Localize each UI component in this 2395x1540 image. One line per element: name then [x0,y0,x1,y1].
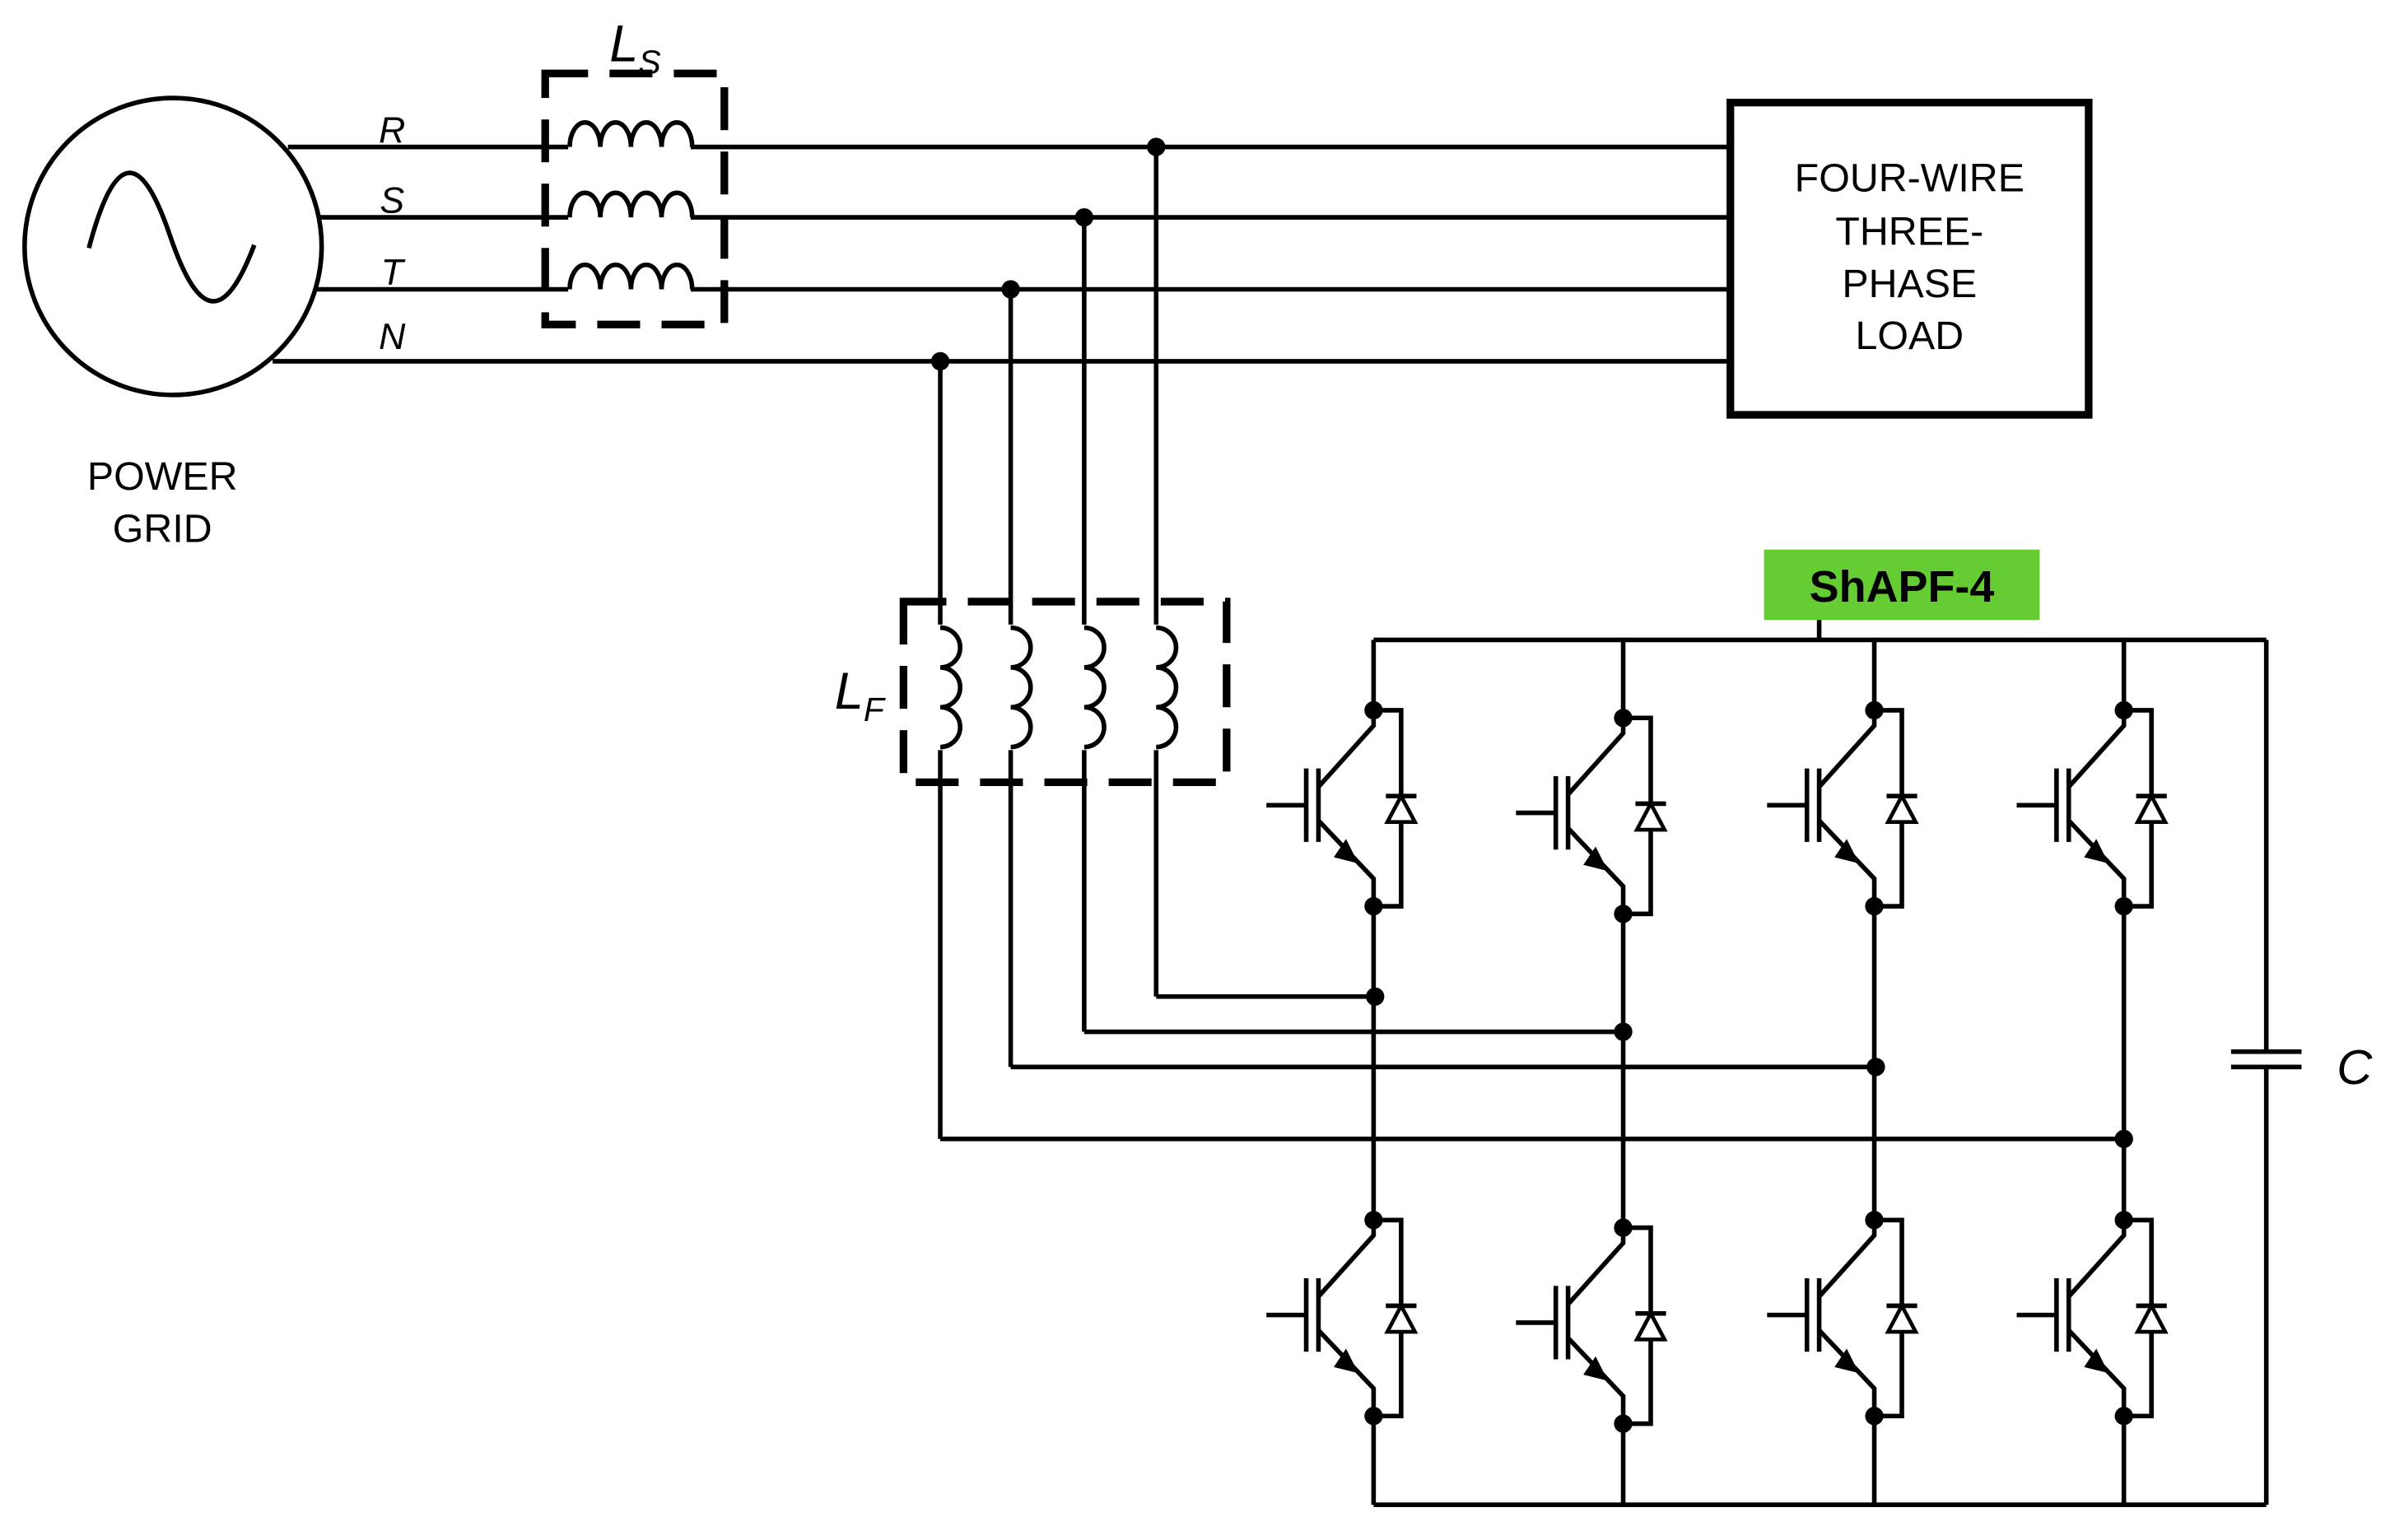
source-inductor-box [541,69,729,328]
emitter-arrow-icon [2084,839,2109,863]
source-inductor-group: LS [541,15,729,328]
power-grid-source: POWER GRID [22,95,324,551]
diode-icon [1384,792,1419,825]
junction-dot [2114,1129,2133,1148]
filter-branches [930,137,2124,1142]
converter-block: ShAPF-4 C [1266,549,2373,1508]
igbt-switch-lower-4 [2016,1211,2169,1426]
grid-label-line1: POWER [87,454,238,499]
filter-inductor-label: LF [835,663,886,728]
load-label-line2: THREE- [1835,210,1983,254]
emitter-arrow-icon [1583,846,1608,872]
source-inductor-label: LS [609,15,660,81]
junction-dot [1614,1022,1633,1041]
diode-icon [2134,1301,2169,1334]
filter-coil-r-icon [1156,625,1179,750]
filter-inductor-box [899,598,1231,787]
diode-icon [1384,1301,1419,1334]
igbt-switch-upper-1 [1266,700,1419,916]
inductor-coil-t-icon [567,263,695,290]
diode-icon [2134,792,2169,825]
diode-icon [1885,1301,1919,1334]
phase-s-label: S [380,181,404,221]
igbt-switch-lower-2 [1516,1218,1668,1433]
inductor-coil-s-icon [567,190,695,218]
filter-coil-n-icon [939,625,962,750]
junction-dot [1366,987,1385,1006]
sine-wave-icon [86,170,257,304]
igbt-switches [1266,700,2169,1433]
diode-icon [1633,799,1668,832]
converter-title-badge [1764,549,2040,621]
load-label-line3: PHASE [1842,262,1977,306]
igbt-switch-upper-2 [1516,709,1668,924]
phase-lines: R S T N [273,110,1731,364]
igbt-switch-lower-1 [1266,1211,1419,1426]
load-block: FOUR-WIRE THREE- PHASE LOAD [1726,98,2093,419]
filter-inductor-group: LF [835,598,1231,787]
diode-icon [1885,792,1919,825]
phase-r-label: R [379,110,405,151]
load-label-line4: LOAD [1855,314,1964,358]
grid-label-line2: GRID [113,506,212,551]
load-label-line1: FOUR-WIRE [1795,156,2025,200]
load-box [1726,98,2093,419]
igbt-switch-upper-4 [2016,700,2169,916]
junction-dot [1866,1058,1885,1077]
converter-title: ShAPF-4 [1810,562,1995,612]
igbt-switch-upper-3 [1767,700,1919,916]
capacitor-label: C [2337,1040,2373,1095]
ac-source-circle [22,95,324,398]
igbt-switch-lower-3 [1767,1211,1919,1426]
diode-icon [1633,1309,1668,1342]
emitter-arrow-icon [1834,1348,1859,1374]
filter-coil-t-icon [1010,625,1033,750]
phase-n-label: N [379,317,406,357]
emitter-arrow-icon [2084,1348,2109,1374]
emitter-arrow-icon [1583,1356,1608,1381]
emitter-arrow-icon [1334,1348,1358,1374]
emitter-arrow-icon [1834,839,1859,863]
filter-coil-s-icon [1083,625,1107,750]
emitter-arrow-icon [1334,839,1358,863]
phase-t-label: T [381,253,406,293]
